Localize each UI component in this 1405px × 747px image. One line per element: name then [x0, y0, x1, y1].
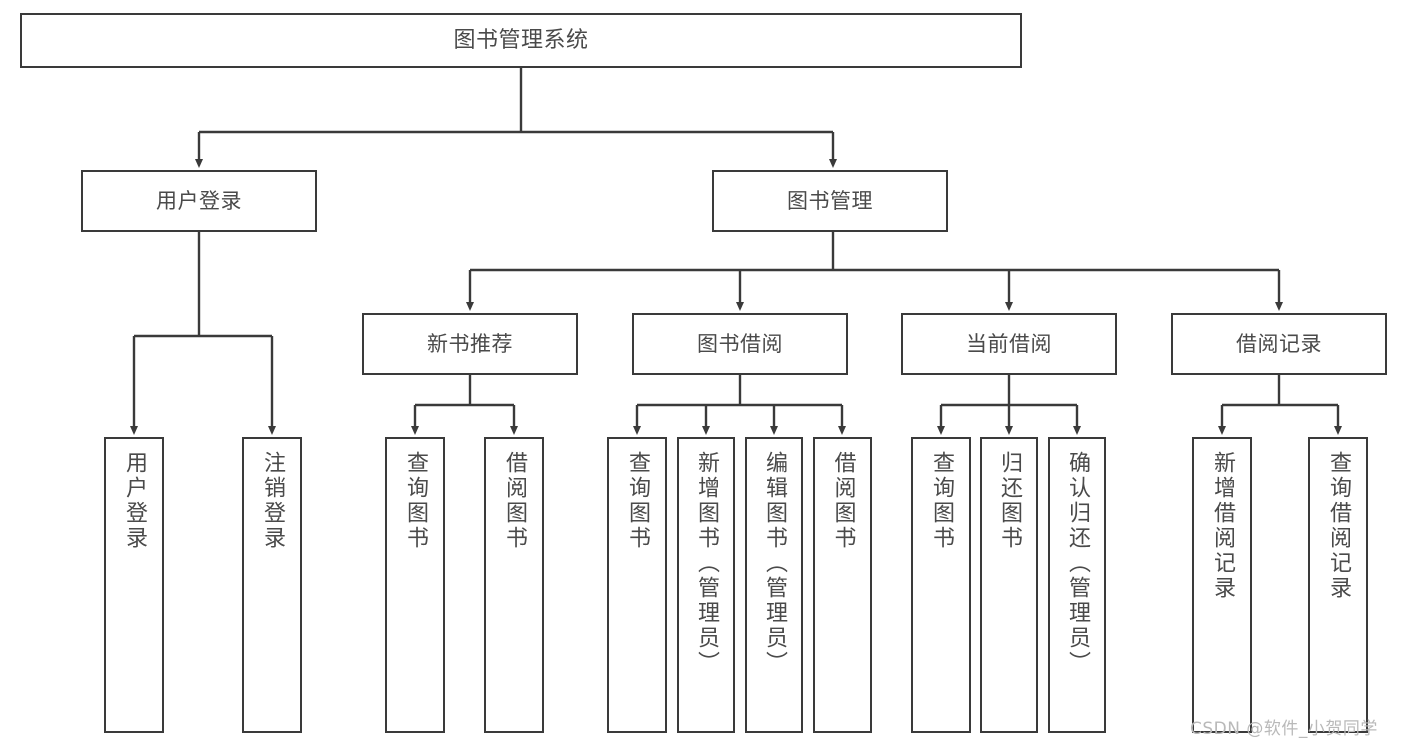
node-leaf-confirm-return-label: 确认归还（管理员） [1065, 451, 1090, 676]
node-root-label: 图书管理系统 [453, 27, 589, 53]
node-leaf-query-book-3[interactable]: 查询图书 [911, 437, 971, 733]
node-leaf-query-record[interactable]: 查询借阅记录 [1308, 437, 1368, 733]
node-current-borrow[interactable]: 当前借阅 [901, 313, 1117, 375]
node-leaf-add-record-label: 新增借阅记录 [1210, 451, 1235, 601]
node-book-borrow-label: 图书借阅 [697, 331, 783, 356]
node-book-manage[interactable]: 图书管理 [712, 170, 948, 232]
node-leaf-add-book[interactable]: 新增图书（管理员） [677, 437, 735, 733]
node-leaf-borrow-book-2-label: 借阅图书 [830, 451, 856, 551]
node-leaf-query-book-2[interactable]: 查询图书 [607, 437, 667, 733]
node-leaf-add-book-label: 新增图书（管理员） [694, 451, 719, 676]
node-leaf-query-book-1-label: 查询图书 [403, 451, 428, 551]
node-book-manage-label: 图书管理 [787, 188, 873, 213]
node-leaf-query-book-3-label: 查询图书 [929, 451, 954, 551]
node-leaf-query-book-2-label: 查询图书 [625, 451, 650, 551]
node-leaf-edit-book-label: 编辑图书（管理员） [762, 451, 787, 676]
node-current-borrow-label: 当前借阅 [966, 331, 1052, 356]
node-user-login[interactable]: 用户登录 [81, 170, 317, 232]
node-user-login-label: 用户登录 [156, 188, 242, 213]
node-leaf-logout-label: 注销登录 [260, 451, 285, 551]
node-borrow-record[interactable]: 借阅记录 [1171, 313, 1387, 375]
node-leaf-query-record-label: 查询借阅记录 [1326, 451, 1351, 601]
node-leaf-query-book-1[interactable]: 查询图书 [385, 437, 445, 733]
node-leaf-return-book-label: 归还图书 [997, 451, 1022, 551]
node-new-book-rec[interactable]: 新书推荐 [362, 313, 578, 375]
node-leaf-add-record[interactable]: 新增借阅记录 [1192, 437, 1252, 733]
node-root[interactable]: 图书管理系统 [20, 13, 1022, 68]
node-new-book-rec-label: 新书推荐 [427, 331, 513, 356]
node-book-borrow[interactable]: 图书借阅 [632, 313, 848, 375]
node-leaf-confirm-return[interactable]: 确认归还（管理员） [1048, 437, 1106, 733]
node-leaf-user-login-label: 用户登录 [122, 451, 147, 551]
watermark: CSDN @软件_小贺同学 [1190, 719, 1378, 739]
node-leaf-return-book[interactable]: 归还图书 [980, 437, 1038, 733]
node-leaf-logout[interactable]: 注销登录 [242, 437, 302, 733]
node-leaf-borrow-book-1-label: 借阅图书 [502, 451, 527, 551]
node-leaf-borrow-book-1[interactable]: 借阅图书 [484, 437, 544, 733]
node-borrow-record-label: 借阅记录 [1236, 331, 1322, 356]
node-leaf-borrow-book-2[interactable]: 借阅图书 [813, 437, 872, 733]
node-leaf-user-login[interactable]: 用户登录 [104, 437, 164, 733]
node-leaf-edit-book[interactable]: 编辑图书（管理员） [745, 437, 803, 733]
